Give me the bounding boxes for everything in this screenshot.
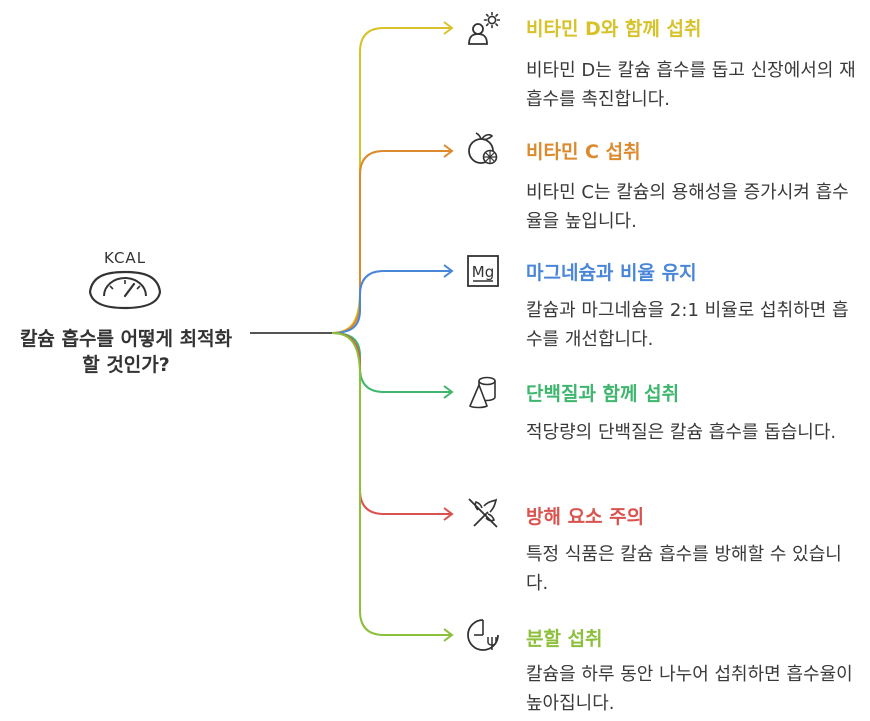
split-meal-icon — [467, 619, 499, 651]
connector-branch-5 — [331, 332, 452, 515]
branch-desc-inhibitors: 특정 식품은 칼슘 흡수를 방해할 수 있습니다. — [526, 544, 842, 594]
arrowhead-branch-3 — [443, 264, 454, 278]
arrowhead-branch-4 — [443, 385, 454, 399]
svg-text:Mg: Mg — [472, 263, 494, 281]
branch-title-magnesium: 마그네슘과 비율 유지 — [526, 262, 697, 284]
connector-branch-4 — [331, 332, 452, 393]
branch-desc-vitamin-c: 비타민 C는 칼슘의 용해성을 증가시켜 흡수율을 높입니다. — [526, 182, 849, 232]
branch-desc-split-intake: 칼슘을 하루 동안 나누어 섭취하면 흡수율이 높아집니다. — [526, 664, 853, 714]
branch-desc-protein: 적당량의 단백질은 칼슘 흡수를 돕습니다. — [526, 422, 837, 443]
branch-title-vitamin-c: 비타민 C 섭취 — [526, 141, 641, 163]
person-sun-icon — [468, 12, 500, 45]
branch-title-protein: 단백질과 함께 섭취 — [526, 383, 680, 405]
no-wheat-icon — [468, 498, 498, 528]
magnesium-element-icon: Mg — [467, 255, 499, 287]
branch-desc-vitamin-d: 비타민 D는 칼슘 흡수를 돕고 신장에서의 재흡수를 촉진합니다. — [526, 60, 856, 110]
branch-title-split-intake: 분할 섭취 — [526, 628, 603, 650]
kcal-scale-icon: KCAL — [88, 249, 162, 310]
arrowhead-branch-6 — [443, 628, 454, 642]
connector-branch-6 — [331, 332, 452, 636]
branch-title-inhibitors: 방해 요소 주의 — [526, 506, 645, 528]
arrowhead-branch-5 — [443, 507, 454, 521]
citrus-fruit-icon — [468, 132, 498, 165]
branch-desc-magnesium: 칼슘과 마그네슘을 2:1 비율로 섭취하면 흡수를 개선합니다. — [526, 300, 849, 350]
connector-branch-3 — [331, 270, 452, 334]
arrowhead-branch-1 — [443, 21, 454, 35]
connector-branch-2 — [331, 150, 452, 334]
cylinder-cone-icon — [469, 376, 496, 409]
center-topic-title: 칼슘 흡수를 어떻게 최적화할 것인가? — [19, 328, 233, 376]
kcal-label: KCAL — [104, 249, 146, 267]
branch-title-vitamin-d: 비타민 D와 함께 섭취 — [526, 18, 702, 40]
arrowhead-branch-2 — [443, 144, 454, 158]
connector-branch-1 — [331, 27, 452, 334]
